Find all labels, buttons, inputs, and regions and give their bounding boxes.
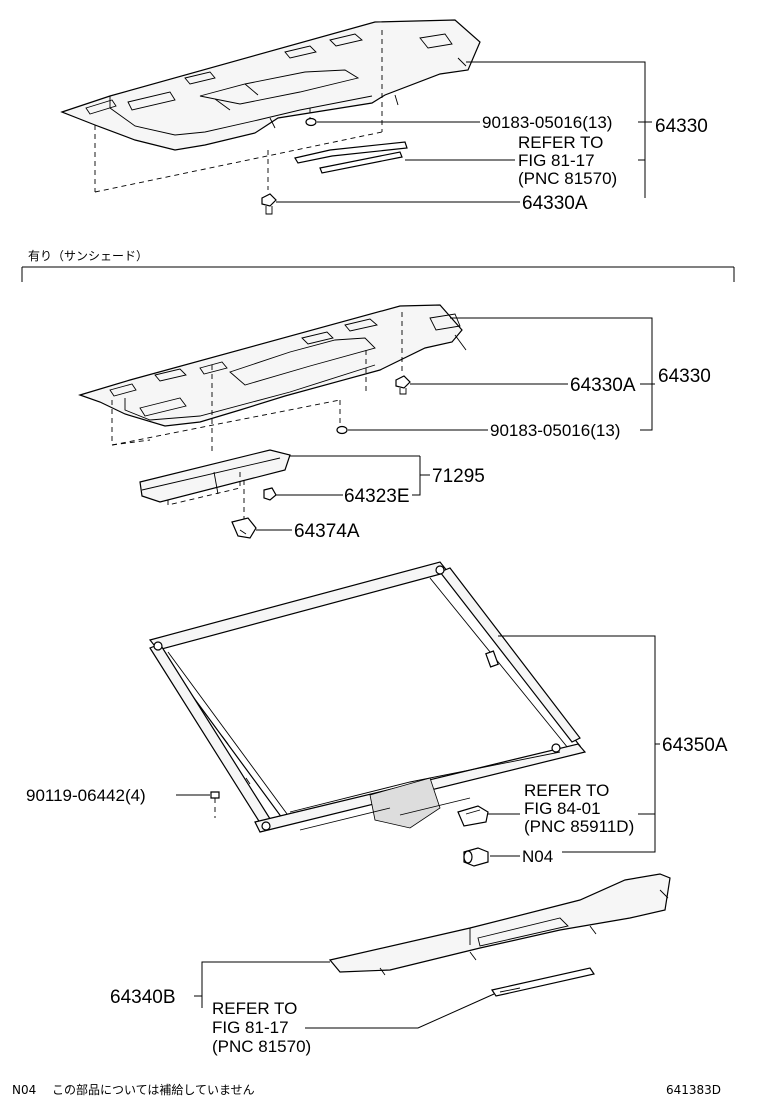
screw-icon[interactable] — [210, 791, 220, 818]
refer-pnc-label: (PNC 81570) — [212, 1037, 311, 1056]
refer-fig-link[interactable]: FIG 81-17 — [518, 151, 595, 170]
callout-64330a[interactable]: 64330A — [570, 375, 636, 396]
callout-64350a[interactable]: 64350A — [662, 735, 728, 756]
callout-64330a[interactable]: 64330A — [522, 193, 588, 214]
callout-64374a[interactable]: 64374A — [294, 521, 360, 542]
connector-icon[interactable] — [457, 805, 489, 827]
callout-screw-90183[interactable]: 90183-05016(13) — [490, 421, 620, 440]
refer-fig-link[interactable]: FIG 84-01 — [524, 799, 601, 818]
callout-64330[interactable]: 64330 — [655, 116, 708, 137]
no-supply-code[interactable]: N04 — [522, 847, 553, 866]
package-tray-trim-upper[interactable] — [60, 19, 481, 151]
bracket-icon[interactable] — [231, 517, 257, 539]
clip-icon[interactable] — [261, 193, 277, 215]
figure-number: 641383D — [666, 1083, 721, 1097]
callout-64330[interactable]: 64330 — [658, 366, 711, 387]
screw-grommet-icon[interactable] — [305, 117, 317, 127]
refer-fig-link[interactable]: FIG 81-17 — [212, 1018, 289, 1037]
refer-to-label: REFER TO — [524, 781, 609, 800]
refer-pnc-label: (PNC 85911D) — [524, 817, 634, 836]
callout-64340b[interactable]: 64340B — [110, 987, 176, 1008]
callout-64323e[interactable]: 64323E — [344, 486, 410, 507]
section-divider-label: 有り（サンシェード） — [28, 249, 148, 263]
refer-to-label: REFER TO — [518, 133, 603, 152]
footer-note-text: この部品については補給していません — [52, 1082, 255, 1097]
package-tray-trim-lower[interactable] — [328, 873, 671, 976]
callout-71295[interactable]: 71295 — [432, 466, 485, 487]
callout-screw-90119[interactable]: 90119-06442(4) — [26, 786, 146, 805]
hook-icon[interactable] — [263, 487, 277, 501]
footer-note-code: N04 — [12, 1083, 36, 1097]
screw-grommet-icon[interactable] — [336, 425, 348, 435]
clip-icon[interactable] — [395, 375, 411, 395]
wire-harness-icon[interactable] — [491, 967, 595, 997]
sunshade-cover-trim[interactable] — [139, 449, 291, 503]
wire-harness-icon[interactable] — [294, 141, 408, 174]
motor-icon[interactable] — [463, 847, 489, 867]
callout-screw-90183[interactable]: 90183-05016(13) — [482, 113, 612, 132]
package-tray-trim-sunshade[interactable] — [78, 304, 467, 427]
refer-pnc-label: (PNC 81570) — [518, 169, 617, 188]
rear-sunshade-assembly[interactable] — [148, 561, 587, 833]
refer-to-label: REFER TO — [212, 999, 297, 1018]
